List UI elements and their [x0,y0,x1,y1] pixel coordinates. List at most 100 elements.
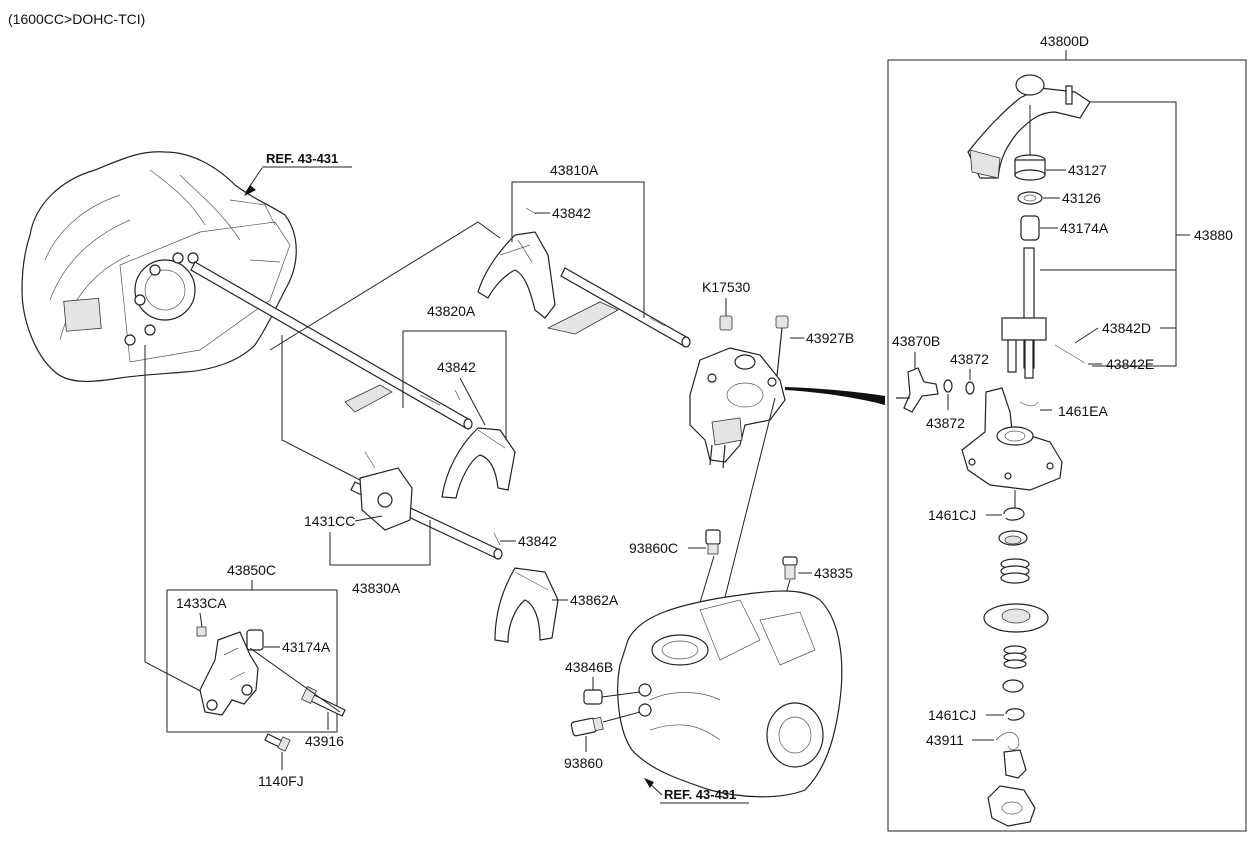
label-43911[interactable]: 43911 [926,732,964,748]
label-93860[interactable]: 93860 [564,755,603,771]
spring-upper[interactable] [1000,558,1030,584]
label-43174A-bottom[interactable]: 43174A [282,639,331,655]
switch-93860[interactable] [570,716,604,737]
bolt-K17530[interactable] [719,315,733,331]
label-1433CA[interactable]: 1433CA [176,595,227,611]
shift-lever-43850C[interactable] [199,631,259,716]
label-1461CJ-a[interactable]: 1461CJ [928,507,976,523]
linkage-line-43850C [144,345,211,697]
spring-retainer-plate[interactable] [983,603,1049,633]
label-43835[interactable]: 43835 [814,565,853,581]
label-43850C[interactable]: 43850C [227,562,276,578]
switch-93860C[interactable] [705,529,721,555]
ref-upper-label[interactable]: REF. 43-431 [266,151,338,166]
engine-note: (1600CC>DOHC-TCI) [8,11,145,27]
ref-lower-label[interactable]: REF. 43-431 [664,787,736,802]
label-43916[interactable]: 43916 [305,733,344,749]
spring-43911[interactable] [995,731,1020,750]
label-43872-a[interactable]: 43872 [950,351,989,367]
leader-43842-b [459,377,486,426]
bolt-1433CA[interactable] [196,626,207,637]
shift-rail-43820A[interactable] [190,261,473,430]
bracket-43850C [166,580,338,733]
washer-43872-b[interactable] [943,379,953,393]
label-43127[interactable]: 43127 [1068,162,1107,178]
label-43174A-top[interactable]: 43174A [1060,220,1109,236]
leader-43846B-case [601,691,641,698]
label-43842D[interactable]: 43842D [1102,320,1151,336]
lower-transmission-case[interactable] [617,590,843,798]
pin-43842-c[interactable] [493,532,501,546]
label-K17530[interactable]: K17530 [702,279,750,295]
label-43830A[interactable]: 43830A [352,580,401,596]
shift-rail-43830A[interactable] [350,467,503,560]
leader-1433CA [199,612,203,628]
bracket-43810A [511,181,645,318]
clip-1461EA[interactable] [1019,401,1039,407]
bolt-1140FJ[interactable] [264,733,291,752]
bracket-43820A [402,330,507,440]
bushing-43174A-top[interactable] [1020,215,1040,241]
weight-43127[interactable] [1014,154,1046,181]
pin-43842-a[interactable] [525,207,537,215]
clip-1461CJ-a[interactable] [1003,507,1025,521]
label-43880[interactable]: 43880 [1194,227,1233,243]
pin-1431CC[interactable] [364,451,376,469]
shift-rail-43810A[interactable] [546,267,691,348]
label-43800D[interactable]: 43800D [1040,33,1089,49]
cover-housing[interactable] [961,387,1063,491]
shift-lever-bottom[interactable] [987,749,1036,827]
control-housing-assy[interactable] [689,347,786,469]
label-43842E[interactable]: 43842E [1106,356,1154,372]
label-43862A[interactable]: 43862A [570,592,619,608]
spring-seat-upper[interactable] [998,530,1028,546]
shift-fork-43810A[interactable] [477,231,556,319]
callout-swoosh [785,387,885,405]
assembly-box-43800D [887,59,1247,832]
shift-fork-43820A[interactable] [441,427,516,499]
clip-1461CJ-b[interactable] [1005,708,1025,721]
leader-43842D [1074,327,1099,344]
label-93860C[interactable]: 93860C [629,540,678,556]
control-shaft-43880[interactable] [1001,247,1047,379]
label-43842-c[interactable]: 43842 [518,533,557,549]
pin-43842-b[interactable] [454,389,461,401]
label-43126[interactable]: 43126 [1062,190,1101,206]
ref-lower-arrowhead [644,778,654,788]
label-43872-b[interactable]: 43872 [926,415,965,431]
seal-43126[interactable] [1017,191,1043,205]
label-43846B[interactable]: 43846B [565,659,613,675]
shift-fork-43862A[interactable] [494,567,559,643]
lever-43870B[interactable] [896,367,939,413]
bracket-43830A [329,520,431,566]
spring-lower[interactable] [1003,645,1027,669]
label-43810A[interactable]: 43810A [550,162,599,178]
label-43842-b[interactable]: 43842 [437,359,476,375]
label-1461EA[interactable]: 1461EA [1058,403,1108,419]
ref-upper-arrowhead [244,185,256,196]
spring-seat-lower[interactable] [1002,679,1024,693]
bolt-43835[interactable] [782,556,798,580]
label-1431CC[interactable]: 1431CC [304,513,355,529]
transmission-case-housing[interactable] [21,151,297,383]
seal-43126-inner [1023,194,1037,202]
plug-43846B[interactable] [583,689,603,705]
leader-43916-a [249,647,341,713]
label-43870B[interactable]: 43870B [892,333,940,349]
linkage-line-43810A [269,221,501,351]
bushing-43174A-bottom[interactable] [246,629,264,651]
pin-43842D-43842E[interactable] [1054,344,1086,364]
label-1140FJ[interactable]: 1140FJ [258,773,304,789]
label-43820A[interactable]: 43820A [427,303,476,319]
leader-93860-case [602,711,641,723]
label-43842-a[interactable]: 43842 [552,205,591,221]
linkage-line-43830A [281,335,361,481]
label-43927B[interactable]: 43927B [806,330,854,346]
washer-43872-a[interactable] [965,381,975,395]
label-1461CJ-b[interactable]: 1461CJ [928,707,976,723]
bracket-43880 [1090,101,1177,367]
bolt-43916[interactable] [300,686,346,717]
leader-43927B-drop [717,397,776,626]
select-lever-arm[interactable] [967,74,1091,179]
